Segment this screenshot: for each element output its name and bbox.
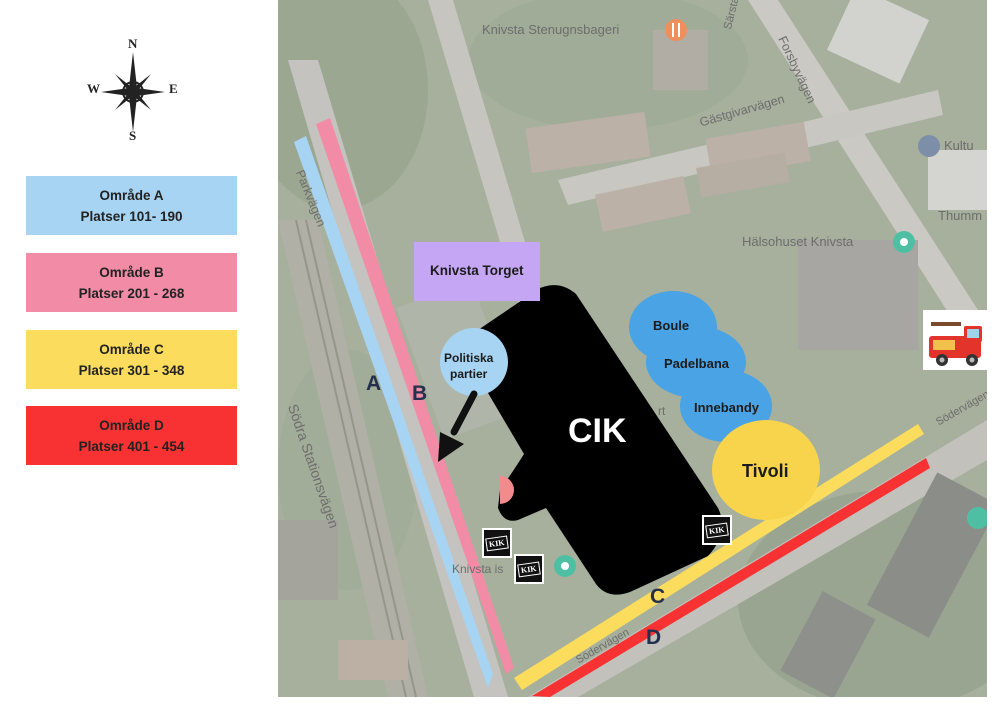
site-map[interactable]: Parkvägen Södra Stationsvägen Gästgivarv… (278, 0, 987, 697)
cik-label: CIK (568, 412, 627, 450)
poi-label-bakery: Knivsta Stenugnsbageri (482, 22, 620, 37)
kik-badge: KIK (482, 528, 512, 558)
zone-b-strip (316, 118, 514, 674)
boule-label: Boule (653, 318, 690, 333)
innebandy-label: Innebandy (694, 400, 760, 415)
zone-letter-b: B (412, 382, 428, 405)
zone-d-strip (532, 458, 930, 697)
poi-label-sport-partial: rt (658, 404, 666, 418)
poi-label-halsohuset: Hälsohuset Knivsta (742, 234, 854, 249)
padelbana-label: Padelbana (664, 356, 730, 371)
tivoli-area[interactable] (712, 420, 820, 520)
poi-label-knivsta-is: Knivsta is (452, 562, 504, 576)
zone-letter-d: D (646, 626, 662, 649)
zone-c-strip (514, 424, 924, 690)
compass-east: E (169, 81, 178, 96)
map-base (278, 0, 987, 697)
fire-truck-icon (923, 310, 987, 370)
cik-area[interactable] (472, 285, 723, 595)
kik-badge: KIK (514, 554, 544, 584)
politiska-partier-label: Politiska partier (444, 351, 494, 381)
arrow-down-left-icon (438, 432, 464, 462)
park-pin-icon[interactable] (967, 507, 987, 529)
politiska-partier-area[interactable] (440, 328, 508, 396)
legend-area-d: Område D Platser 401 - 454 (26, 406, 237, 465)
compass-west: W (87, 81, 100, 96)
poi-label-kultur: Kultu (944, 138, 974, 153)
legend-area-b: Område B Platser 201 - 268 (26, 253, 237, 312)
knivsta-torget-area[interactable] (414, 242, 540, 301)
tivoli-label: Tivoli (742, 461, 789, 481)
poi-label-thumm: Thumm (938, 208, 983, 223)
legend-panel: N W E S Område A Platser 101- 190 Område… (0, 0, 278, 706)
kik-badge: KIK (702, 515, 732, 545)
knivsta-torget-label: Knivsta Torget (430, 263, 524, 278)
restaurant-pin-icon[interactable] (665, 19, 687, 41)
zone-a-strip (294, 136, 493, 688)
legend-area-a: Område A Platser 101- 190 (26, 176, 237, 235)
culture-pin-icon[interactable] (918, 135, 940, 157)
zone-letter-a: A (366, 372, 382, 395)
compass-star-icon (101, 52, 165, 132)
zone-letter-c: C (650, 585, 666, 608)
compass-north: N (128, 36, 138, 51)
compass-rose: N W E S (85, 36, 181, 144)
legend-area-c: Område C Platser 301 - 348 (26, 330, 237, 389)
compass-south: S (129, 128, 137, 143)
